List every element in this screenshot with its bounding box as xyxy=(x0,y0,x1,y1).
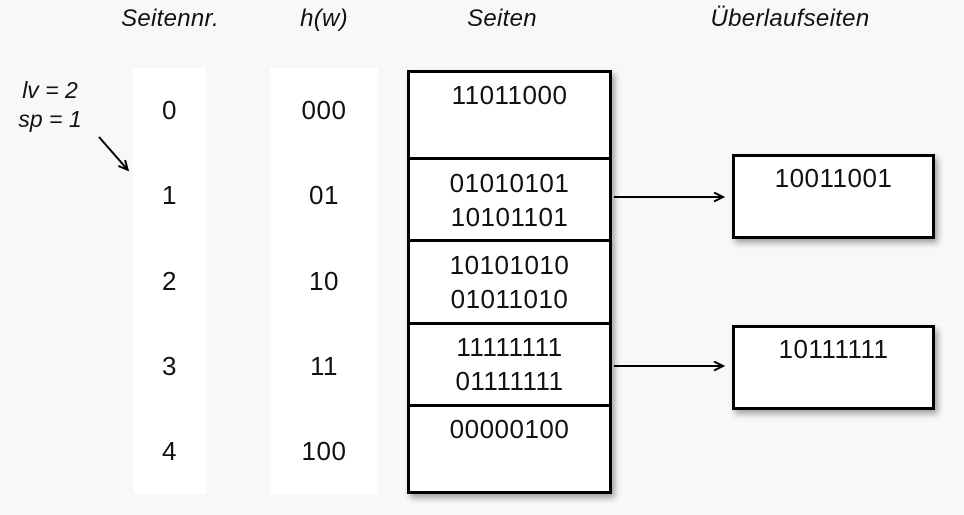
hash-value-column: 000 01 10 11 100 xyxy=(270,68,378,494)
header-pages: Seiten xyxy=(467,5,537,32)
header-page-number: Seitennr. xyxy=(121,5,219,32)
split-pointer-value: sp = 1 xyxy=(18,106,82,132)
page-number-column: 0 1 2 3 4 xyxy=(133,68,206,494)
hash-value-0: 000 xyxy=(301,95,347,126)
hash-value-2: 10 xyxy=(309,265,339,296)
level-value: lv = 2 xyxy=(22,77,78,103)
record-value: 01111111 xyxy=(455,366,564,397)
hash-value-3: 11 xyxy=(310,350,338,381)
record-value: 01010101 xyxy=(449,167,570,198)
overflow-page-3: 10111111 xyxy=(732,325,935,410)
page-number-2: 2 xyxy=(162,265,177,296)
page-number-0: 0 xyxy=(162,95,177,126)
page-number-3: 3 xyxy=(162,350,177,381)
page-number-4: 4 xyxy=(162,435,177,466)
state-annotation: lv = 2 sp = 1 xyxy=(8,76,92,134)
record-value: 11011000 xyxy=(451,80,568,110)
record-value: 10111111 xyxy=(778,334,889,364)
page-number-1: 1 xyxy=(162,180,177,211)
record-value: 01011010 xyxy=(450,284,569,314)
record-value: 10101101 xyxy=(450,201,569,232)
header-overflow-pages: Überlaufseiten xyxy=(710,5,870,32)
record-value: 10101010 xyxy=(449,250,570,280)
split-pointer-arrow xyxy=(98,136,127,169)
page-cell-2: 10101010 01011010 xyxy=(410,239,609,321)
page-cell-0: 11011000 xyxy=(410,73,609,157)
hash-value-1: 01 xyxy=(309,180,339,211)
page-cell-1: 01010101 10101101 xyxy=(410,157,609,239)
hash-value-4: 100 xyxy=(301,435,347,466)
primary-pages-box: 11011000 01010101 10101101 10101010 0101… xyxy=(407,70,612,494)
header-hash-function: h(w) xyxy=(300,5,348,32)
page-cell-4: 00000100 xyxy=(410,403,609,491)
record-value: 11111111 xyxy=(456,332,563,363)
record-value: 10011001 xyxy=(774,163,893,193)
record-value: 00000100 xyxy=(449,413,570,444)
overflow-page-1: 10011001 xyxy=(732,154,935,239)
page-cell-3: 11111111 01111111 xyxy=(410,321,609,404)
